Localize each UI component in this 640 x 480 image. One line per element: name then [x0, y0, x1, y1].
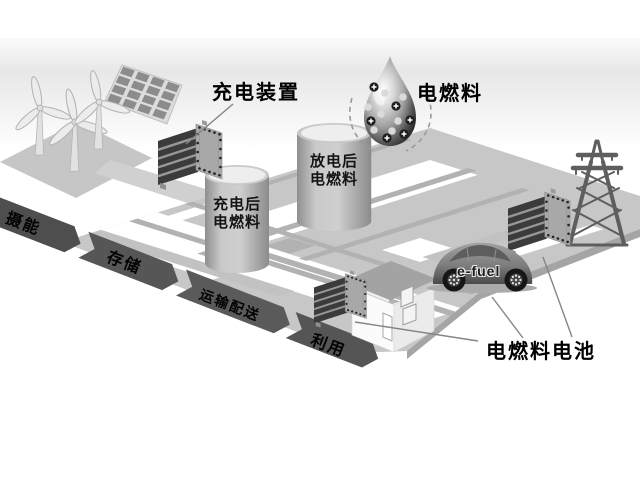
charging-device-label: 充电装置 — [212, 82, 300, 104]
solar-panel-icon — [104, 64, 183, 125]
charged-tank-label-line1: 充电后 — [212, 196, 261, 213]
discharged-tank-label-line1: 放电后 — [309, 153, 358, 170]
efuel-car-icon — [427, 242, 537, 293]
charged-tank-label: 充电后 电燃料 — [203, 196, 271, 232]
car-wheel — [504, 268, 528, 292]
efuel-droplet-icon — [349, 56, 432, 152]
discharged-tank-label: 放电后 电燃料 — [296, 153, 372, 189]
efuel-cell-label: 电燃料电池 — [486, 341, 596, 363]
process-ribbon — [0, 197, 379, 368]
discharged-tank-label-line2: 电燃料 — [309, 171, 358, 188]
transmission-tower-icon — [565, 139, 629, 247]
charged-tank-label-line2: 电燃料 — [212, 214, 261, 231]
car-efuel-badge: e-fuel — [457, 263, 501, 279]
efuel-drop-label: 电燃料 — [417, 83, 483, 105]
efuel-particles — [364, 82, 415, 143]
car-wheel — [442, 268, 466, 292]
callout-lines — [185, 103, 573, 342]
